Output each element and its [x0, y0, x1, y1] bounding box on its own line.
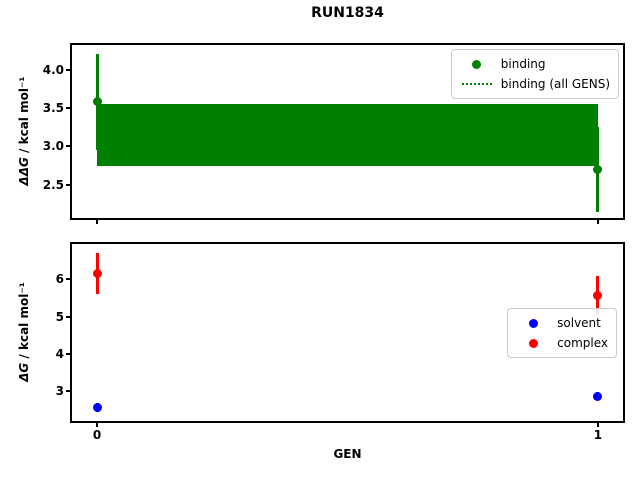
- y-tick-mark: [66, 315, 70, 318]
- legend-marker-shape: [472, 59, 482, 69]
- legend-item: solvent: [516, 313, 608, 333]
- dg-plot-axes: 3 4 5 6 0 1 solvent complex: [56, 242, 625, 442]
- y-axis-label-dg: ΔG / kcal mol⁻¹: [16, 212, 32, 452]
- y-tick-label: 4: [55, 346, 64, 361]
- legend-item: binding (all GENS): [460, 74, 610, 94]
- y-tick-mark: [66, 145, 70, 148]
- y-tick-mark: [66, 390, 70, 393]
- legend-dotted-line-icon: [460, 83, 494, 85]
- x-tick-mark: [596, 220, 599, 224]
- y-tick-mark: [66, 68, 70, 71]
- legend-marker-shape: [461, 83, 492, 85]
- binding-plot-axes: 2.5 3.0 3.5 4.0 binding binding (all GENS): [43, 43, 625, 224]
- legend-label: complex: [557, 336, 608, 350]
- legend-label: binding (all GENS): [500, 77, 610, 91]
- y-tick-label: 3: [55, 384, 64, 399]
- x-tick-label: 0: [92, 428, 102, 442]
- data-point-solvent: [92, 403, 102, 413]
- data-point-binding: [593, 165, 603, 175]
- legend: binding binding (all GENS): [450, 49, 619, 99]
- legend-dot-icon: [460, 59, 494, 69]
- y-tick-label: 6: [55, 272, 64, 287]
- x-tick-mark: [96, 220, 99, 224]
- y-tick-mark: [66, 352, 70, 355]
- legend-dot-icon: [516, 338, 550, 348]
- data-point-binding: [92, 97, 102, 107]
- data-point-solvent: [593, 391, 603, 401]
- x-tick-mark: [96, 423, 99, 427]
- legend-dot-icon: [516, 318, 550, 328]
- x-tick-label: 1: [593, 428, 603, 442]
- y-axis-label-math: ΔG: [17, 362, 31, 382]
- y-tick-mark: [66, 183, 70, 186]
- y-tick-label: 5: [55, 309, 64, 324]
- legend-marker-shape: [528, 338, 538, 348]
- data-point-complex: [92, 269, 102, 279]
- legend-marker-shape: [528, 318, 538, 328]
- legend: solvent complex: [507, 308, 617, 358]
- y-tick-label: 4.0: [42, 62, 64, 77]
- y-tick-label: 2.5: [42, 177, 64, 192]
- y-tick-label: 3.0: [42, 139, 64, 154]
- y-tick-mark: [66, 107, 70, 110]
- confidence-band: [97, 104, 598, 166]
- figure-title: RUN1834: [311, 5, 384, 21]
- y-tick-label: 3.5: [42, 101, 64, 116]
- x-axis-label: GEN: [333, 447, 362, 461]
- legend-item: binding: [460, 54, 610, 74]
- legend-label: solvent: [557, 316, 601, 330]
- legend-item: complex: [516, 333, 608, 353]
- data-point-complex: [593, 290, 603, 300]
- y-tick-mark: [66, 278, 70, 281]
- legend-label: binding: [500, 57, 546, 71]
- x-tick-mark: [596, 423, 599, 427]
